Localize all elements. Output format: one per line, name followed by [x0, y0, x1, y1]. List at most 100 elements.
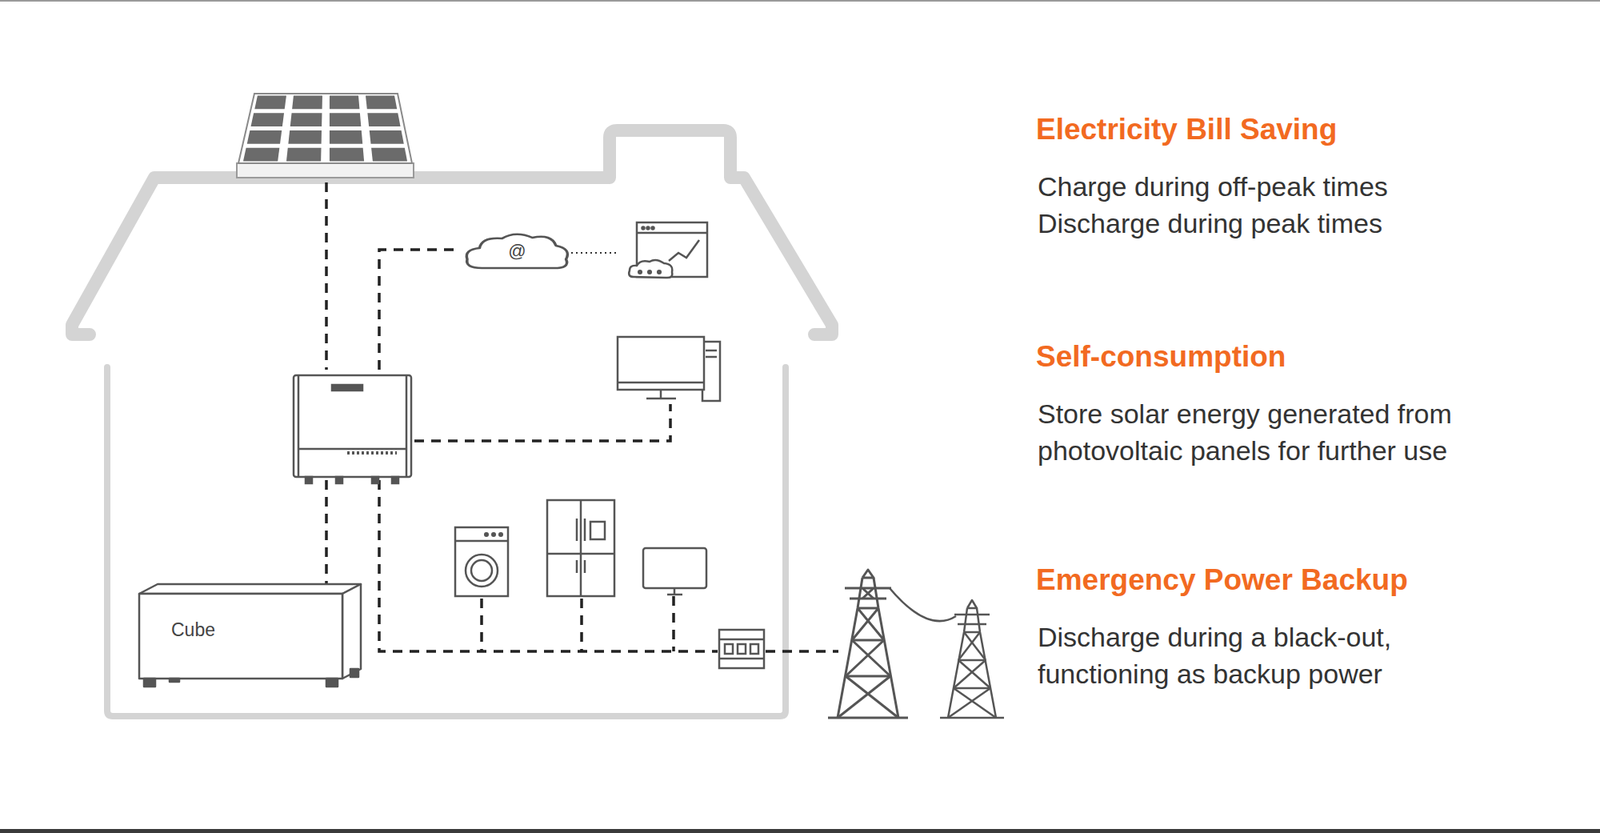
power-pylon-part	[837, 676, 891, 718]
solar-panel-part	[371, 148, 408, 162]
solar-panel-part	[236, 163, 414, 178]
frame-line-part	[0, 828, 1600, 833]
power-pylon-part	[857, 608, 884, 640]
cloud-outline-part	[466, 234, 568, 268]
inverter	[293, 375, 412, 484]
monitoring-screen-part	[638, 270, 642, 274]
power-pylon-part	[953, 688, 996, 718]
meter-box-part	[719, 657, 764, 660]
power-pylon-part	[953, 687, 991, 690]
computer	[617, 336, 720, 401]
power-pylon-part	[852, 608, 879, 640]
power-line-part	[889, 588, 956, 621]
power-pylon-part	[852, 640, 891, 676]
power-pylon-part	[967, 600, 977, 608]
power-pylon-part	[958, 659, 986, 662]
monitoring-screen-part	[668, 240, 700, 261]
power-pylon-part	[948, 688, 991, 718]
power-pylon-part	[964, 631, 980, 634]
power-pylon-part	[953, 660, 986, 688]
refrigerator-part	[584, 560, 587, 573]
inverter-part	[347, 451, 397, 455]
solar-panel-part	[286, 148, 322, 162]
monitoring-screen	[628, 222, 708, 278]
computer-part	[705, 356, 717, 359]
washing-machine-part	[465, 554, 498, 587]
meter-box-part	[719, 638, 764, 641]
inverter-part	[392, 476, 399, 484]
solar-panel-part	[369, 130, 404, 144]
refrigerator-part	[580, 500, 583, 596]
meter-box-part	[719, 629, 764, 668]
battery-outline-part-part	[169, 678, 180, 682]
power-pylon-part	[862, 588, 874, 599]
inverter-part	[297, 375, 300, 477]
feature-heading: Electricity Bill Saving	[1036, 112, 1337, 148]
washing-machine-part	[455, 540, 508, 543]
refrigerator-part	[576, 560, 579, 573]
battery-outline-part-part	[342, 584, 361, 679]
solar-panel-part	[329, 130, 363, 144]
feature-heading: Self-consumption	[1036, 339, 1286, 375]
dashed-wire-part	[414, 404, 671, 441]
solar-panel	[236, 93, 414, 178]
refrigerator-part	[547, 552, 615, 556]
dashed-wire-part	[324, 182, 328, 370]
refrigerator-part	[584, 518, 587, 541]
battery-outline-part-part	[326, 678, 338, 687]
television-part	[643, 548, 707, 588]
monitoring-screen-part	[642, 227, 645, 230]
solar-panel-part	[365, 96, 397, 110]
dashed-wire-part	[379, 480, 718, 652]
feature-description: Discharge during a black-out, functionin…	[1037, 618, 1486, 692]
power-line	[889, 588, 956, 621]
power-pylon-part	[957, 623, 987, 626]
dashed-wire-part	[765, 649, 839, 653]
washing-machine-part	[492, 532, 496, 536]
power-pylon-part	[845, 675, 891, 678]
battery-cube: Cube	[137, 582, 364, 692]
meter-box-part	[737, 644, 746, 654]
house-outline-part	[107, 367, 786, 716]
monitoring-screen-part	[648, 270, 652, 274]
power-pylon-part	[954, 613, 990, 616]
solar-panel-part	[329, 112, 361, 127]
television	[643, 548, 707, 595]
battery-outline-part-part	[139, 584, 361, 594]
solar-panel-part	[254, 96, 287, 110]
solar-panel-part	[290, 112, 323, 127]
monitoring-screen-part	[652, 227, 655, 230]
dashed-wire-part	[672, 596, 676, 652]
inverter-part	[305, 476, 312, 484]
battery-outline-part-part	[144, 678, 156, 687]
inverter-part	[298, 448, 407, 451]
power-pylon-part	[958, 660, 991, 688]
meter-box	[719, 629, 764, 668]
computer-part	[617, 381, 704, 384]
node-text: @	[508, 240, 526, 262]
power-pylon	[828, 569, 908, 718]
monitoring-screen-part	[647, 227, 650, 230]
solar-panel-part	[251, 112, 285, 127]
meter-box-part	[724, 644, 733, 654]
washing-machine-part	[499, 532, 503, 536]
dashed-wire	[276, 182, 839, 652]
inverter-part	[293, 375, 412, 477]
washing-machine	[455, 527, 508, 596]
power-pylon	[940, 600, 1004, 718]
inverter-part	[405, 375, 408, 477]
battery-outline-part-part	[139, 593, 343, 679]
washing-machine-part	[484, 532, 488, 536]
meter-box-part	[750, 644, 759, 654]
power-pylon-part	[862, 569, 874, 578]
power-pylon-part	[964, 632, 986, 660]
feature-heading: Emergency Power Backup	[1036, 562, 1408, 598]
inverter-part	[332, 384, 363, 391]
solar-panel-part	[367, 112, 400, 127]
refrigerator	[547, 500, 615, 596]
monitoring-screen-part	[657, 270, 661, 274]
refrigerator-part	[590, 521, 605, 540]
inverter-part	[336, 476, 343, 484]
